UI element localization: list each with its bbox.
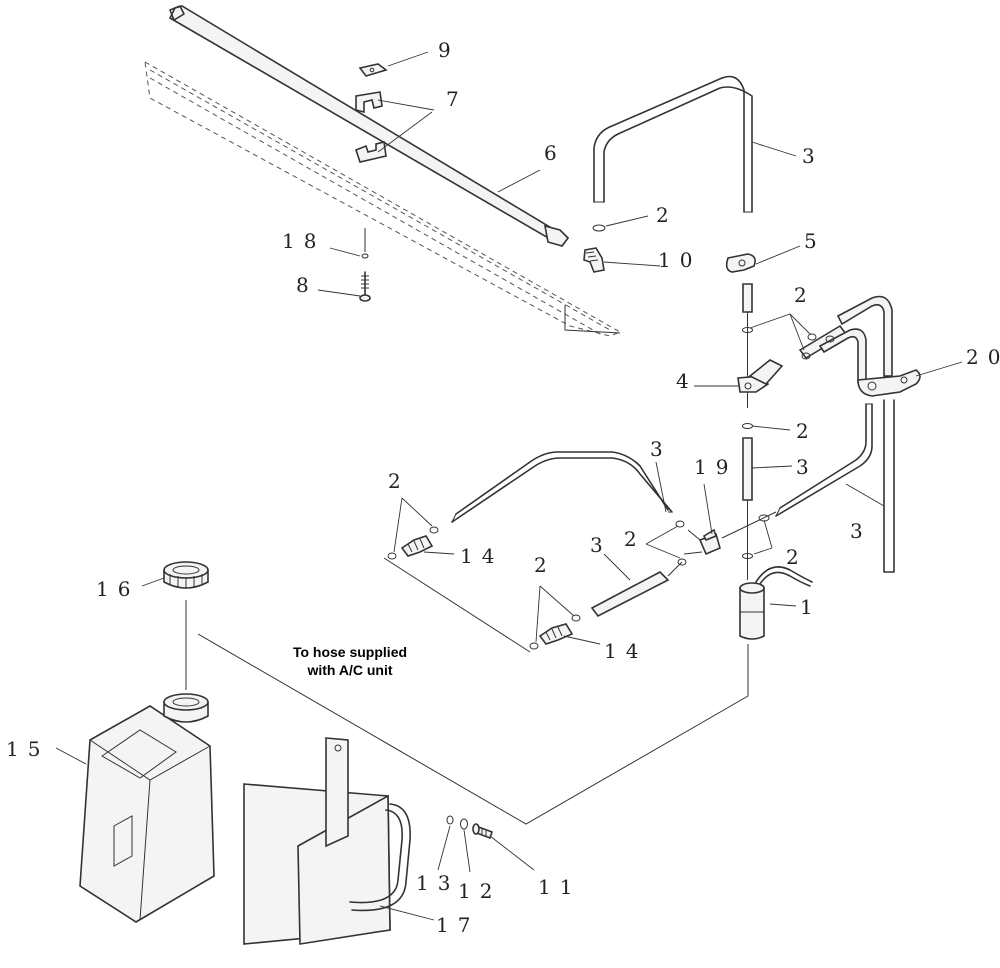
callout-11: 11 (538, 875, 581, 899)
callouts: 9 7 6 3 2 10 5 18 8 2 20 4 2 3 19 3 2 3 … (6, 38, 1000, 937)
callout-19: 19 (694, 455, 737, 479)
washer-18 (361, 253, 369, 259)
note-line-2: with A/C unit (306, 662, 392, 678)
upper-hose (593, 75, 753, 213)
callout-10: 10 (658, 248, 701, 272)
callout-5: 5 (804, 229, 826, 253)
clamp-7-upper (355, 91, 383, 114)
callout-1: 1 (800, 595, 822, 619)
note-line-1: To hose supplied (293, 644, 407, 660)
callout-17: 17 (436, 913, 479, 937)
washer-13 (446, 815, 454, 825)
ring-2-tee-a (675, 520, 685, 528)
washer-12 (460, 818, 468, 830)
callout-2: 2 (624, 527, 646, 551)
callout-20: 20 (966, 345, 1000, 369)
callout-4: 4 (676, 369, 698, 393)
hose-note: To hose supplied with A/C unit (293, 644, 407, 678)
manifold-4 (737, 359, 784, 408)
callout-3: 3 (590, 533, 612, 557)
callout-16: 16 (96, 577, 139, 601)
callout-3: 3 (850, 519, 872, 543)
screw-8 (359, 271, 371, 302)
long-hose (451, 451, 673, 523)
tank-15 (79, 693, 215, 923)
wiper-blade-outline (144, 61, 622, 337)
callout-3: 3 (802, 144, 824, 168)
callout-2: 2 (388, 469, 410, 493)
clamp-7-lower (355, 141, 387, 163)
callout-2: 2 (796, 419, 818, 443)
callout-6: 6 (544, 141, 566, 165)
elbow-fitting (583, 247, 605, 273)
callout-2: 2 (656, 203, 678, 227)
callout-2: 2 (786, 545, 808, 569)
lower-right-hose (721, 403, 873, 539)
routing-lines (185, 557, 749, 825)
callout-8: 8 (296, 273, 318, 297)
callout-15: 15 (6, 737, 49, 761)
ring-2-tee-b (677, 558, 687, 566)
leader-lines (55, 51, 963, 921)
holder-17 (243, 737, 411, 945)
callout-3: 3 (650, 437, 672, 461)
callout-18: 18 (282, 229, 325, 253)
bolt-11 (472, 823, 494, 840)
hose-clip-5 (725, 253, 756, 273)
callout-2: 2 (794, 283, 816, 307)
wiper-arm (168, 5, 570, 248)
callout-2: 2 (534, 553, 556, 577)
clamp-9 (358, 63, 388, 77)
callout-3: 3 (796, 455, 818, 479)
right-hoses (798, 295, 895, 573)
vertical-hose (742, 283, 753, 580)
callout-13: 13 (416, 871, 459, 895)
callout-12: 12 (458, 879, 501, 903)
tee-19 (683, 528, 721, 556)
short-hose (590, 571, 670, 618)
pump-1 (739, 566, 813, 640)
nozzle-bracket-20 (857, 369, 921, 397)
ring-2-upper (592, 224, 606, 232)
callout-14: 14 (604, 639, 647, 663)
callout-7: 7 (446, 87, 468, 111)
callout-14: 14 (460, 544, 503, 568)
connector-14-upper (387, 526, 439, 560)
cap-16 (163, 561, 209, 589)
callout-9: 9 (438, 38, 460, 62)
connector-14-lower (529, 614, 581, 650)
